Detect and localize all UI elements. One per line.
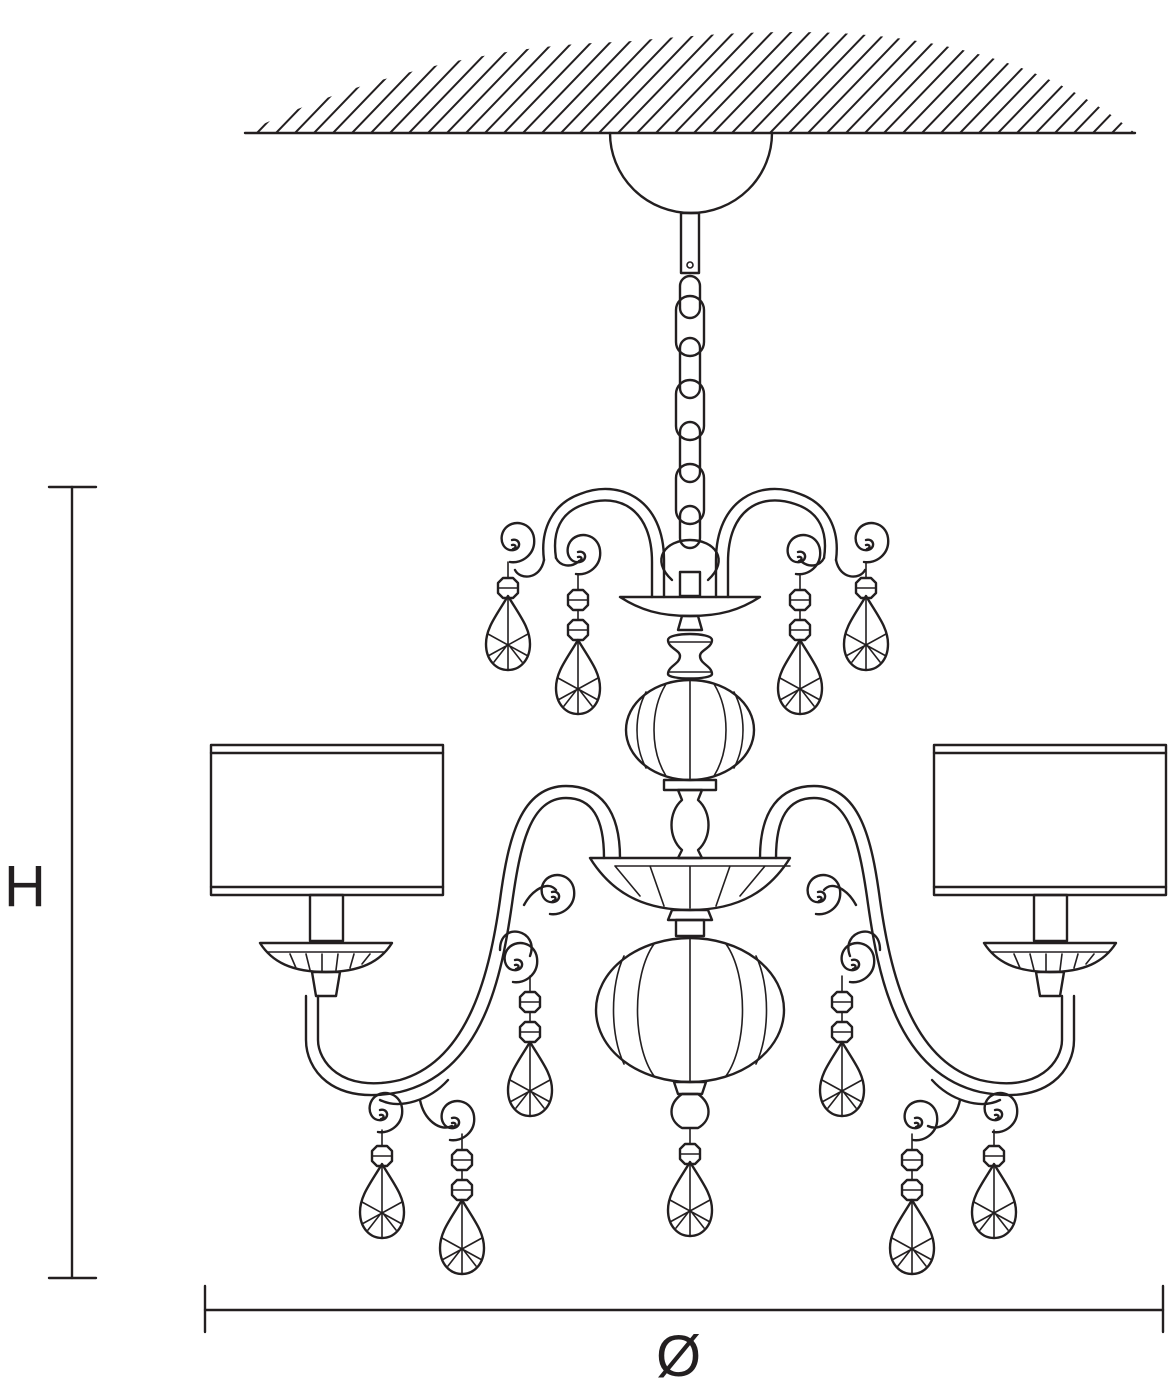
ceiling-hatch-line — [693, 31, 823, 134]
ceiling-hatch-line — [1073, 31, 1135, 134]
ceiling-hatch-line — [845, 31, 975, 134]
ceiling-hatch-line — [579, 31, 709, 134]
ceiling-canopy — [608, 131, 774, 275]
ceiling-hatch-line — [750, 31, 880, 134]
ceiling-hatch-line — [245, 31, 329, 134]
ceiling-hatch-line — [408, 31, 538, 134]
ceiling-hatch-line — [1150, 0, 1170, 133]
ceiling-hatch-line — [1054, 31, 1135, 134]
ceiling-hatch-line — [245, 31, 367, 134]
ceiling-hatch-line — [1092, 31, 1135, 134]
ceiling-hatch-line — [674, 31, 804, 134]
ceiling-hatch-line — [275, 31, 405, 134]
lamp-shade-left — [209, 743, 445, 998]
ceiling-hatch-line — [921, 31, 1051, 134]
ceiling-hatch-line — [427, 31, 557, 134]
ceiling-hatch-line — [902, 31, 1032, 134]
ceiling-hatch-line — [636, 31, 766, 134]
ceiling-hatch-line — [1130, 31, 1135, 134]
ceiling-hatch-line — [864, 31, 994, 134]
ceiling-hatch-line — [598, 31, 728, 134]
ceiling-hatch-line — [503, 31, 633, 134]
ceiling-hatch-line — [484, 31, 614, 134]
ceiling-hatch-line — [522, 31, 652, 134]
ceiling-hatch-line — [731, 31, 861, 134]
ceiling-hatch-line — [446, 31, 576, 134]
ceiling-hatch-line — [940, 31, 1070, 134]
ceiling-hatch-line — [245, 31, 348, 134]
diameter-label: Ø — [656, 1324, 702, 1389]
ceiling-hatch-line — [370, 31, 500, 134]
ceiling-hatch-line — [978, 31, 1108, 134]
upper-tier — [486, 487, 890, 860]
ceiling-hatch-line — [826, 31, 956, 134]
ceiling-hatch-line — [256, 31, 386, 134]
ceiling-hatch-line — [807, 31, 937, 134]
ceiling-hatch-line — [712, 31, 842, 134]
ceiling-hatch — [243, 0, 1170, 135]
ceiling-hatch-line — [1111, 31, 1135, 134]
ceiling-hatch-line — [1016, 31, 1135, 134]
chain — [674, 274, 706, 550]
ceiling-hatch-line — [1035, 31, 1135, 134]
diameter-dimension-line — [203, 1284, 1165, 1334]
lamp-shade-right — [932, 743, 1168, 998]
ceiling-hatch-line — [617, 31, 747, 134]
lower-tier — [304, 784, 1076, 1274]
ceiling-hatch-line — [769, 31, 899, 134]
ceiling-hatch-line — [959, 31, 1089, 134]
ceiling-hatch-line — [560, 31, 690, 134]
ceiling-hatch-line — [655, 31, 785, 134]
ceiling-hatch-line — [541, 31, 671, 134]
ceiling-hatch-line — [389, 31, 519, 134]
ceiling-hatch-line — [294, 31, 424, 134]
ceiling-hatch-line — [997, 31, 1127, 134]
ceiling-hatch-line — [332, 31, 462, 134]
ceiling-hatch-line — [313, 31, 443, 134]
ceiling-hatch-line — [465, 31, 595, 134]
ceiling-hatch-line — [883, 31, 1013, 134]
ceiling-hatch-line — [788, 31, 918, 134]
ceiling-hatch-line — [351, 31, 481, 134]
height-dimension-line — [47, 485, 98, 1280]
height-label: H — [4, 854, 46, 919]
